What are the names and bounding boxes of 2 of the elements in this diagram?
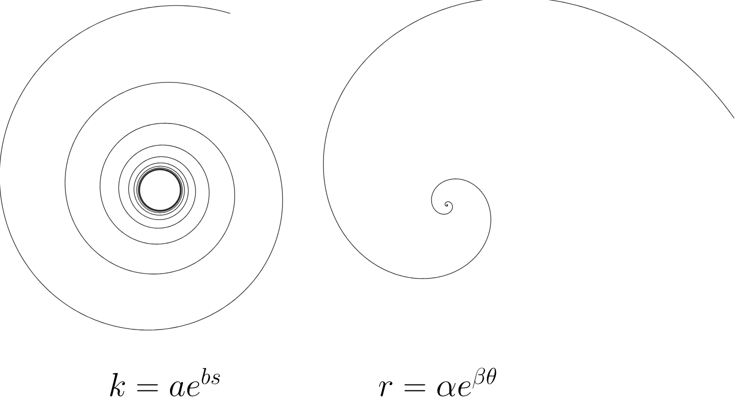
formula: $r = \alpha e^{\beta\theta}$ [379, 368, 496, 396]
formula: $k = ae^{bs}$ [110, 368, 220, 396]
